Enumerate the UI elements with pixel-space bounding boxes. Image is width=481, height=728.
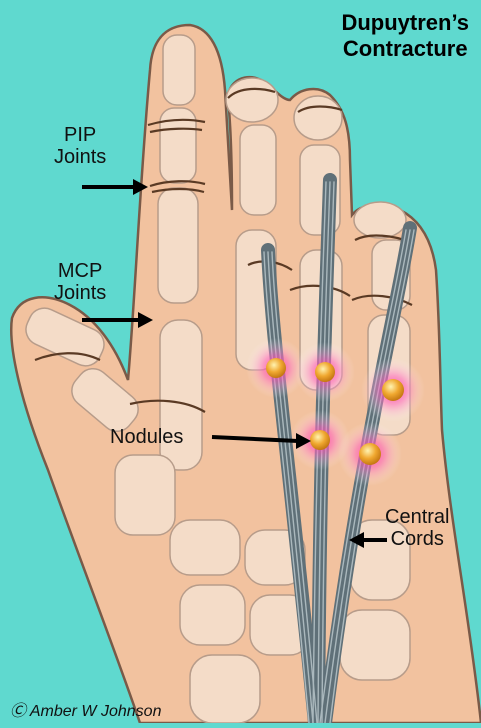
cords-label-line-2: Cords (385, 528, 449, 550)
pip-joints-label: PIP Joints (54, 124, 106, 169)
mcp-label-line-1: MCP (54, 260, 106, 282)
central-cords-label: Central Cords (385, 506, 449, 551)
pip-label-line-1: PIP (54, 124, 106, 146)
nodule (361, 358, 425, 422)
title-line-2: Contracture (341, 36, 469, 62)
title-line-1: Dupuytren’s (341, 10, 469, 36)
mcp-label-line-2: Joints (54, 282, 106, 304)
nodule (295, 342, 355, 402)
cords-label-line-1: Central (385, 506, 449, 528)
copyright-credit: Ⓒ Amber W Johnson (10, 697, 161, 721)
diagram-title: Dupuytren’s Contracture (341, 10, 469, 63)
nodules-label: Nodules (110, 426, 183, 448)
nodule (338, 422, 402, 486)
pip-label-line-2: Joints (54, 146, 106, 168)
pip-arrow (82, 179, 148, 195)
mcp-joints-label: MCP Joints (54, 260, 106, 305)
